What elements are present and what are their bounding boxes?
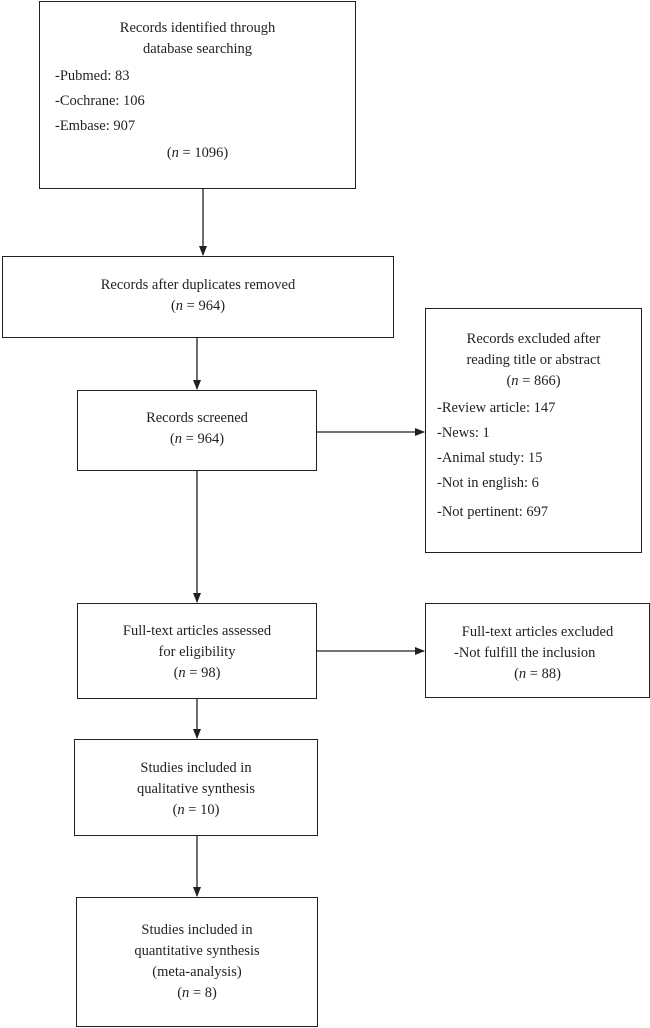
screened-n-label: n bbox=[174, 431, 183, 447]
excluded-item-not-pertinent: -Not pertinent: 697 bbox=[437, 504, 549, 520]
quantitative-n-value: = 8 bbox=[192, 985, 212, 1001]
box-records-identified: Records identified through database sear… bbox=[39, 1, 356, 189]
qualitative-title-line-1: Studies included in bbox=[140, 760, 252, 776]
duplicates-n-value: = 964 bbox=[186, 298, 221, 314]
excluded-item-news: -News: 1 bbox=[437, 425, 490, 441]
identified-title-line-1: Records identified through bbox=[119, 20, 276, 36]
box-quantitative-synthesis: Studies included in quantitative synthes… bbox=[76, 897, 318, 1027]
quantitative-title-line-1: Studies included in bbox=[141, 922, 253, 938]
fulltext-assessed-count: (n = 98) bbox=[173, 665, 221, 681]
identified-n-label: n bbox=[171, 145, 179, 161]
excluded-item-review: -Review article: 147 bbox=[437, 400, 556, 416]
identified-title-line-2: database searching bbox=[142, 41, 253, 57]
quantitative-title-line-3: (meta-analysis) bbox=[152, 964, 242, 980]
excluded-n-value: = 866 bbox=[522, 373, 556, 389]
fulltext-excluded-count: (n = 88) bbox=[514, 666, 561, 682]
fulltext-assessed-n-value: = 98 bbox=[189, 665, 216, 681]
quantitative-count: (n = 8) bbox=[177, 985, 217, 1001]
box-duplicates-removed: Records after duplicates removed (n = 96… bbox=[2, 256, 394, 338]
fulltext-assessed-title-line-1: Full-text articles assessed bbox=[122, 623, 272, 639]
excluded-count: (n = 866) bbox=[506, 373, 561, 389]
quantitative-title-line-2: quantitative synthesis bbox=[134, 943, 260, 959]
excluded-n-label: n bbox=[511, 373, 519, 389]
identified-item-pubmed: -Pubmed: 83 bbox=[55, 68, 130, 84]
fulltext-assessed-title-line-2: for eligibility bbox=[158, 644, 236, 660]
excluded-item-language: -Not in english: 6 bbox=[437, 475, 539, 491]
fulltext-excluded-n-label: n bbox=[518, 666, 527, 682]
duplicates-count: (n = 964) bbox=[170, 298, 226, 314]
box-records-screened: Records screened (n = 964) bbox=[77, 390, 317, 471]
quantitative-n-label: n bbox=[182, 985, 190, 1001]
excluded-title-line-2: reading title or abstract bbox=[466, 352, 601, 368]
qualitative-count: (n = 10) bbox=[172, 802, 220, 818]
box-records-excluded: Records excluded after reading title or … bbox=[425, 308, 642, 553]
qualitative-n-label: n bbox=[177, 802, 185, 818]
box-qualitative-synthesis: Studies included in qualitative synthesi… bbox=[74, 739, 318, 836]
qualitative-title-line-2: qualitative synthesis bbox=[137, 781, 255, 797]
duplicates-title: Records after duplicates removed bbox=[100, 277, 296, 293]
screened-title: Records screened bbox=[146, 410, 248, 426]
fulltext-excluded-title: Full-text articles excluded bbox=[461, 624, 614, 640]
box-fulltext-assessed: Full-text articles assessed for eligibil… bbox=[77, 603, 317, 699]
qualitative-n-value: = 10 bbox=[188, 802, 215, 818]
box-fulltext-excluded: Full-text articles excluded -Not fulfill… bbox=[425, 603, 650, 698]
screened-count: (n = 964) bbox=[169, 431, 225, 447]
identified-count: (n = 1096) bbox=[166, 145, 229, 161]
identified-item-embase: -Embase: 907 bbox=[55, 118, 136, 134]
screened-n-value: = 964 bbox=[185, 431, 220, 447]
duplicates-n-label: n bbox=[175, 298, 184, 314]
excluded-title-line-1: Records excluded after bbox=[466, 331, 601, 347]
identified-n-value: = 1096 bbox=[182, 145, 224, 161]
fulltext-excluded-n-value: = 88 bbox=[529, 666, 557, 682]
identified-item-cochrane: -Cochrane: 106 bbox=[55, 93, 145, 109]
fulltext-excluded-reason: -Not fulfill the inclusion bbox=[454, 645, 596, 661]
excluded-item-animal: -Animal study: 15 bbox=[437, 450, 543, 466]
fulltext-assessed-n-label: n bbox=[178, 665, 186, 681]
